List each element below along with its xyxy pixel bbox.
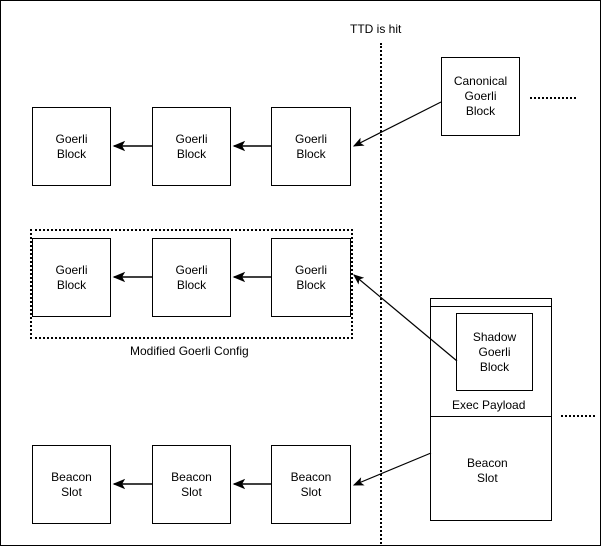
exec-payload-top-divider <box>430 306 552 307</box>
beacon-slot-2[interactable]: Beacon Slot <box>152 445 231 524</box>
beacon-slot-3[interactable]: Beacon Slot <box>271 445 351 524</box>
beacon-slot-payload-label: Beacon Slot <box>467 456 508 485</box>
goerli-block-2[interactable]: Goerli Block <box>152 107 231 186</box>
shadow-goerli-block-3[interactable]: Goerli Block <box>271 238 351 317</box>
goerli-block-1[interactable]: Goerli Block <box>32 107 111 186</box>
canonical-chain-continuation-dots <box>530 97 576 99</box>
modified-goerli-config-boundary <box>30 229 353 339</box>
shadow-goerli-block-payload[interactable]: Shadow Goerli Block <box>456 313 533 391</box>
beacon-slot-1[interactable]: Beacon Slot <box>32 445 111 524</box>
shadow-goerli-block-2[interactable]: Goerli Block <box>152 238 231 317</box>
ttd-boundary-line <box>380 43 382 545</box>
beacon-chain-continuation-dots <box>561 415 595 417</box>
exec-payload-label: Exec Payload <box>452 398 526 412</box>
ttd-label: TTD is hit <box>350 22 402 36</box>
arrow-beacon-payload-to-beacon-3 <box>352 452 432 486</box>
canonical-goerli-block[interactable]: Canonical Goerli Block <box>441 57 520 136</box>
exec-payload-bottom-divider <box>430 416 552 417</box>
arrow-canonical-to-goerli-3 <box>352 101 442 147</box>
modified-goerli-config-label: Modified Goerli Config <box>130 344 249 358</box>
shadow-goerli-block-1[interactable]: Goerli Block <box>32 238 111 317</box>
goerli-block-3[interactable]: Goerli Block <box>271 107 351 186</box>
